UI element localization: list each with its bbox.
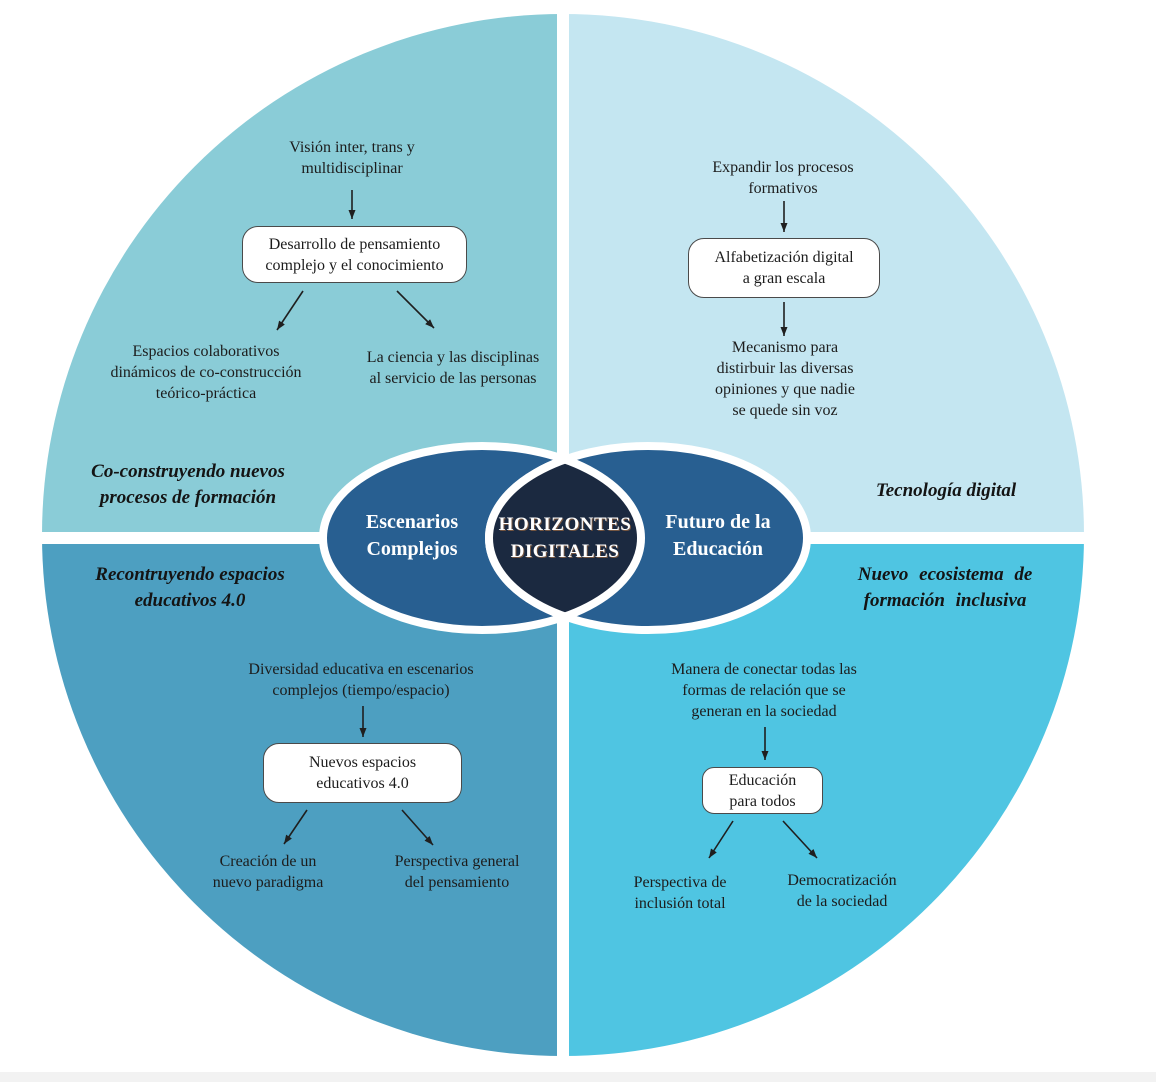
arrow-br-left-diag bbox=[708, 820, 734, 859]
arrow-bl-right-diag bbox=[401, 809, 434, 846]
arrow-tl-right-diag bbox=[396, 290, 435, 329]
lens-left-arc bbox=[485, 446, 641, 630]
tl-node-box: Desarrollo de pensamiento complejo y el … bbox=[242, 226, 467, 283]
tl-quadrant-label: Co-construyendo nuevos procesos de forma… bbox=[91, 461, 285, 508]
tl-top-text: Visión inter, trans y multidisciplinar bbox=[289, 139, 415, 177]
br-leaf-left-text: Perspectiva de inclusión total bbox=[633, 874, 727, 912]
left-ellipse-label: Escenarios Complejos bbox=[365, 511, 459, 560]
page-edge-shadow bbox=[0, 1072, 1156, 1082]
bl-leaf-left-text: Creación de un nuevo paradigma bbox=[212, 853, 324, 891]
tr-bottom-text: Mecanismo para distirbuir las diversas o… bbox=[715, 339, 855, 419]
br-quadrant-label: Nuevo ecosistema de formación inclusiva bbox=[857, 564, 1033, 611]
right-ellipse-label: Futuro de la Educación bbox=[665, 511, 771, 560]
bl-node-box: Nuevos espacios educativos 4.0 bbox=[263, 743, 462, 803]
bl-leaf-right-text: Perspectiva general del pensamiento bbox=[394, 853, 520, 891]
bl-quadrant-label: Recontruyendo espacios educativos 4.0 bbox=[95, 564, 285, 611]
arrows bbox=[276, 190, 818, 859]
center-title: HORIZONTES DIGITALES bbox=[498, 514, 632, 562]
lens-right-arc bbox=[489, 446, 645, 630]
arrow-tl-left-diag bbox=[276, 290, 304, 331]
arrow-bl-left-diag bbox=[283, 809, 308, 845]
bl-top-text: Diversidad educativa en escenarios compl… bbox=[248, 661, 474, 699]
tr-top-text: Expandir los procesos formativos bbox=[712, 159, 854, 197]
br-top-text: Manera de conectar todas las formas de r… bbox=[671, 661, 857, 720]
tl-leaf-left-text: Espacios colaborativos dinámicos de co-c… bbox=[110, 343, 302, 402]
br-leaf-right-text: Democratización de la sociedad bbox=[787, 872, 897, 910]
tr-node-box: Alfabetización digital a gran escala bbox=[688, 238, 880, 298]
br-node-box: Educación para todos bbox=[702, 767, 823, 814]
venn-intersection-lens bbox=[489, 446, 641, 630]
tr-quadrant-label: Tecnología digital bbox=[875, 480, 1017, 501]
arrow-br-right-diag bbox=[782, 820, 818, 859]
tl-leaf-right-text: La ciencia y las disciplinas al servicio… bbox=[366, 349, 540, 387]
